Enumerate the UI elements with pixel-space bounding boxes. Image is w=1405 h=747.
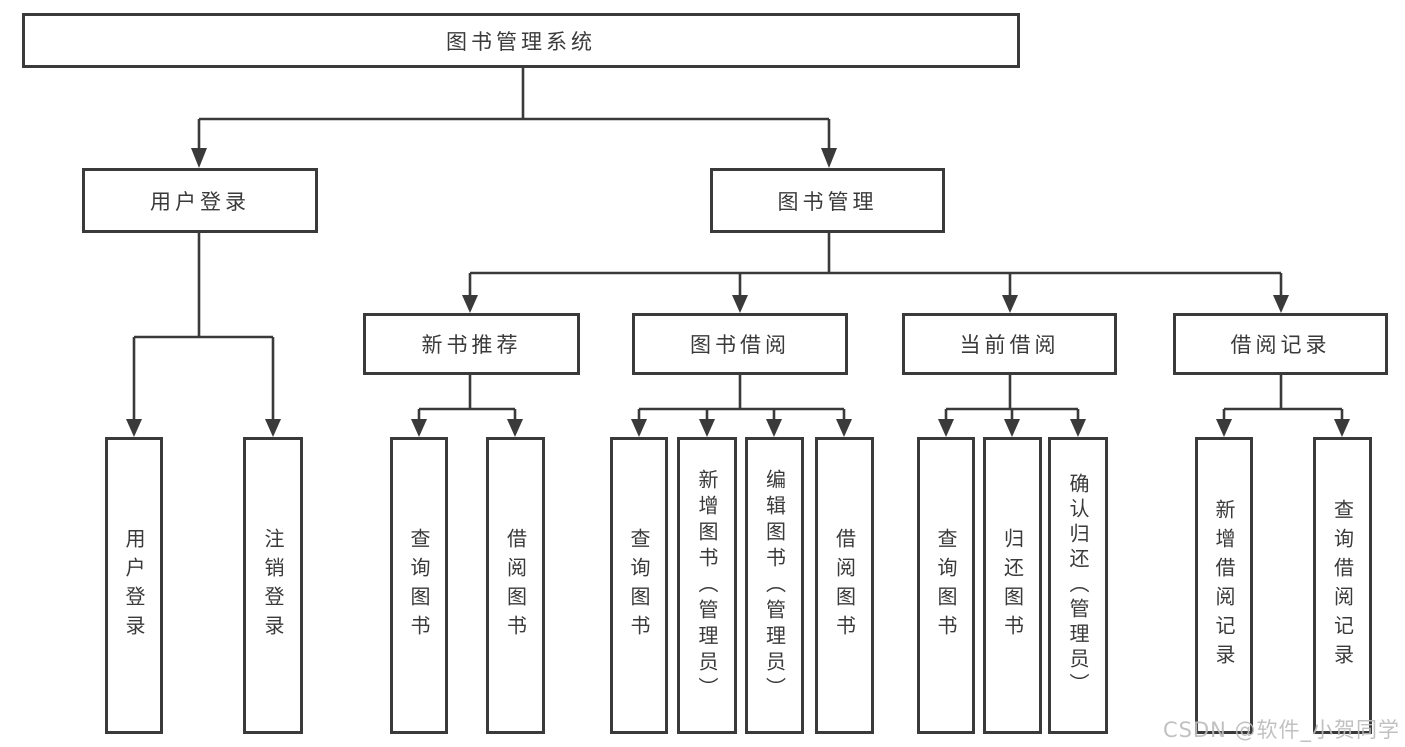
leaf-return-books: 归还图书 <box>983 437 1042 734</box>
watermark: CSDN @软件_小贺同学 <box>1163 718 1401 742</box>
leaf-query-borrow-record: 查询借阅记录 <box>1313 437 1372 734</box>
leaf-add-borrow-record: 新增借阅记录 <box>1195 437 1253 734</box>
leaf-borrow-books-recommend: 借阅图书 <box>486 437 545 734</box>
node-new-book-recommend: 新书推荐 <box>363 313 580 375</box>
leaf-query-books-recommend: 查询图书 <box>390 437 448 734</box>
leaf-borrow-books-borrowing: 借阅图书 <box>815 437 874 734</box>
node-current-borrowing: 当前借阅 <box>902 313 1117 375</box>
leaf-logout: 注销登录 <box>243 437 303 734</box>
node-library-management-system: 图书管理系统 <box>22 13 1020 68</box>
leaf-user-login: 用户登录 <box>105 437 163 734</box>
node-book-management: 图书管理 <box>710 168 945 233</box>
leaf-add-book-admin: 新增图书（管理员） <box>677 437 737 734</box>
leaf-confirm-return-admin: 确认归还（管理员） <box>1048 437 1108 734</box>
node-user-login: 用户登录 <box>82 168 318 233</box>
leaf-edit-book-admin: 编辑图书（管理员） <box>745 437 804 734</box>
node-book-borrowing: 图书借阅 <box>632 313 848 375</box>
node-borrow-records: 借阅记录 <box>1173 313 1388 375</box>
leaf-query-books-current: 查询图书 <box>917 437 975 734</box>
leaf-query-books-borrowing: 查询图书 <box>610 437 668 734</box>
